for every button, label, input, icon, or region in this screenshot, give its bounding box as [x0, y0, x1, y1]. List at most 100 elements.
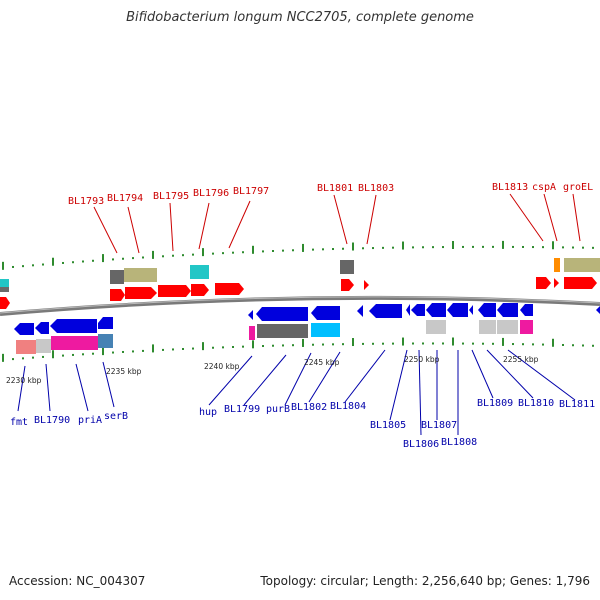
- gene-arrow[interactable]: [98, 317, 113, 329]
- scale-tick: [332, 248, 334, 251]
- gene-label[interactable]: serB: [104, 411, 128, 422]
- gene-label[interactable]: BL1810: [518, 398, 554, 409]
- feature-box: [479, 320, 496, 334]
- gene-label[interactable]: hup: [199, 407, 217, 418]
- gene-label[interactable]: BL1790: [34, 415, 70, 426]
- gene-arrow[interactable]: [50, 319, 97, 333]
- gene-label[interactable]: BL1795: [153, 191, 189, 202]
- gene-label[interactable]: priA: [78, 415, 102, 426]
- gene-arrow[interactable]: [564, 277, 597, 289]
- feature-box: [190, 265, 209, 279]
- scale-tick: [562, 246, 564, 249]
- scale-tick: [362, 342, 364, 345]
- gene-arrow[interactable]: [520, 304, 533, 316]
- gene-arrow[interactable]: [596, 306, 600, 314]
- scale-tick: [582, 344, 584, 347]
- gene-label[interactable]: BL1808: [441, 437, 477, 448]
- gene-label[interactable]: BL1806: [403, 439, 439, 450]
- scale-tick: [92, 259, 94, 262]
- feature-box: [340, 260, 354, 274]
- gene-arrow[interactable]: [469, 305, 473, 315]
- scale-tick: [142, 256, 144, 259]
- gene-arrow[interactable]: [110, 289, 125, 301]
- gene-arrow[interactable]: [256, 307, 308, 321]
- feature-box: [36, 339, 51, 353]
- scale-tick: [492, 245, 494, 248]
- gene-arrow[interactable]: [191, 284, 209, 296]
- scale-tick: [482, 342, 484, 345]
- scale-tick: [72, 353, 74, 356]
- scale-tick: [302, 338, 304, 347]
- gene-label[interactable]: BL1807: [421, 420, 457, 431]
- feature-box: [426, 320, 446, 334]
- gene-arrow[interactable]: [364, 280, 369, 290]
- gene-arrow[interactable]: [426, 303, 446, 317]
- feature-box: [257, 324, 308, 338]
- scale-tick: [422, 342, 424, 345]
- gene-arrow[interactable]: [447, 303, 468, 317]
- scale-tick: [112, 258, 114, 261]
- scale-tick: [242, 345, 244, 348]
- scale-label: 2240 kbp: [204, 362, 240, 371]
- scale-tick: [182, 254, 184, 257]
- gene-arrow[interactable]: [406, 304, 410, 316]
- gene-arrow[interactable]: [411, 304, 425, 316]
- gene-arrow[interactable]: [357, 305, 363, 317]
- gene-arrow[interactable]: [554, 278, 559, 288]
- scale-tick: [292, 344, 294, 347]
- scale-tick: [212, 252, 214, 255]
- gene-arrow[interactable]: [248, 310, 253, 320]
- gene-arrow[interactable]: [341, 279, 354, 291]
- gene-arrow[interactable]: [0, 297, 10, 309]
- scale-tick: [552, 338, 554, 347]
- gene-label[interactable]: BL1803: [358, 183, 394, 194]
- gene-label[interactable]: BL1811: [559, 399, 595, 410]
- gene-arrow[interactable]: [215, 283, 244, 295]
- gene-label[interactable]: BL1801: [317, 183, 353, 194]
- gene-label[interactable]: BL1809: [477, 398, 513, 409]
- gene-arrow[interactable]: [14, 323, 34, 335]
- scale-tick: [102, 347, 104, 356]
- gene-arrow[interactable]: [311, 306, 340, 320]
- scale-tick: [192, 253, 194, 256]
- gene-label[interactable]: purB: [266, 404, 290, 415]
- scale-tick: [52, 257, 54, 266]
- scale-tick: [202, 248, 204, 257]
- gene-label[interactable]: cspA: [532, 182, 556, 193]
- gene-label[interactable]: BL1796: [193, 188, 229, 199]
- gene-label[interactable]: BL1799: [224, 404, 260, 415]
- gene-arrow[interactable]: [536, 277, 551, 289]
- scale-tick: [352, 242, 354, 251]
- scale-tick: [32, 264, 34, 267]
- scale-label: 2230 kbp: [6, 376, 42, 385]
- scale-label: 2250 kbp: [404, 355, 440, 364]
- scale-tick: [472, 245, 474, 248]
- scale-tick: [342, 247, 344, 250]
- gene-label[interactable]: groEL: [563, 182, 593, 193]
- gene-label[interactable]: BL1804: [330, 401, 366, 412]
- gene-arrow[interactable]: [369, 304, 402, 318]
- scale-tick: [412, 342, 414, 345]
- gene-label[interactable]: BL1794: [107, 193, 143, 204]
- gene-label[interactable]: fmt: [10, 417, 28, 428]
- gene-arrow[interactable]: [497, 303, 518, 317]
- gene-arrow[interactable]: [35, 322, 49, 334]
- scale-tick: [402, 241, 404, 250]
- scale-tick: [502, 240, 504, 249]
- scale-tick: [242, 251, 244, 254]
- scale-tick: [382, 342, 384, 345]
- gene-label[interactable]: BL1797: [233, 186, 269, 197]
- gene-label[interactable]: BL1813: [492, 182, 528, 193]
- gene-label[interactable]: BL1793: [68, 196, 104, 207]
- scale-tick: [562, 343, 564, 346]
- genome-backbone: [0, 295, 600, 316]
- gene-arrow[interactable]: [478, 303, 496, 317]
- scale-ticks-outer: [2, 240, 594, 270]
- scale-tick: [272, 250, 274, 253]
- gene-arrow[interactable]: [158, 285, 191, 297]
- scale-tick: [12, 265, 14, 268]
- gene-label[interactable]: BL1805: [370, 420, 406, 431]
- gene-arrow[interactable]: [125, 287, 157, 299]
- gene-label[interactable]: BL1802: [291, 402, 327, 413]
